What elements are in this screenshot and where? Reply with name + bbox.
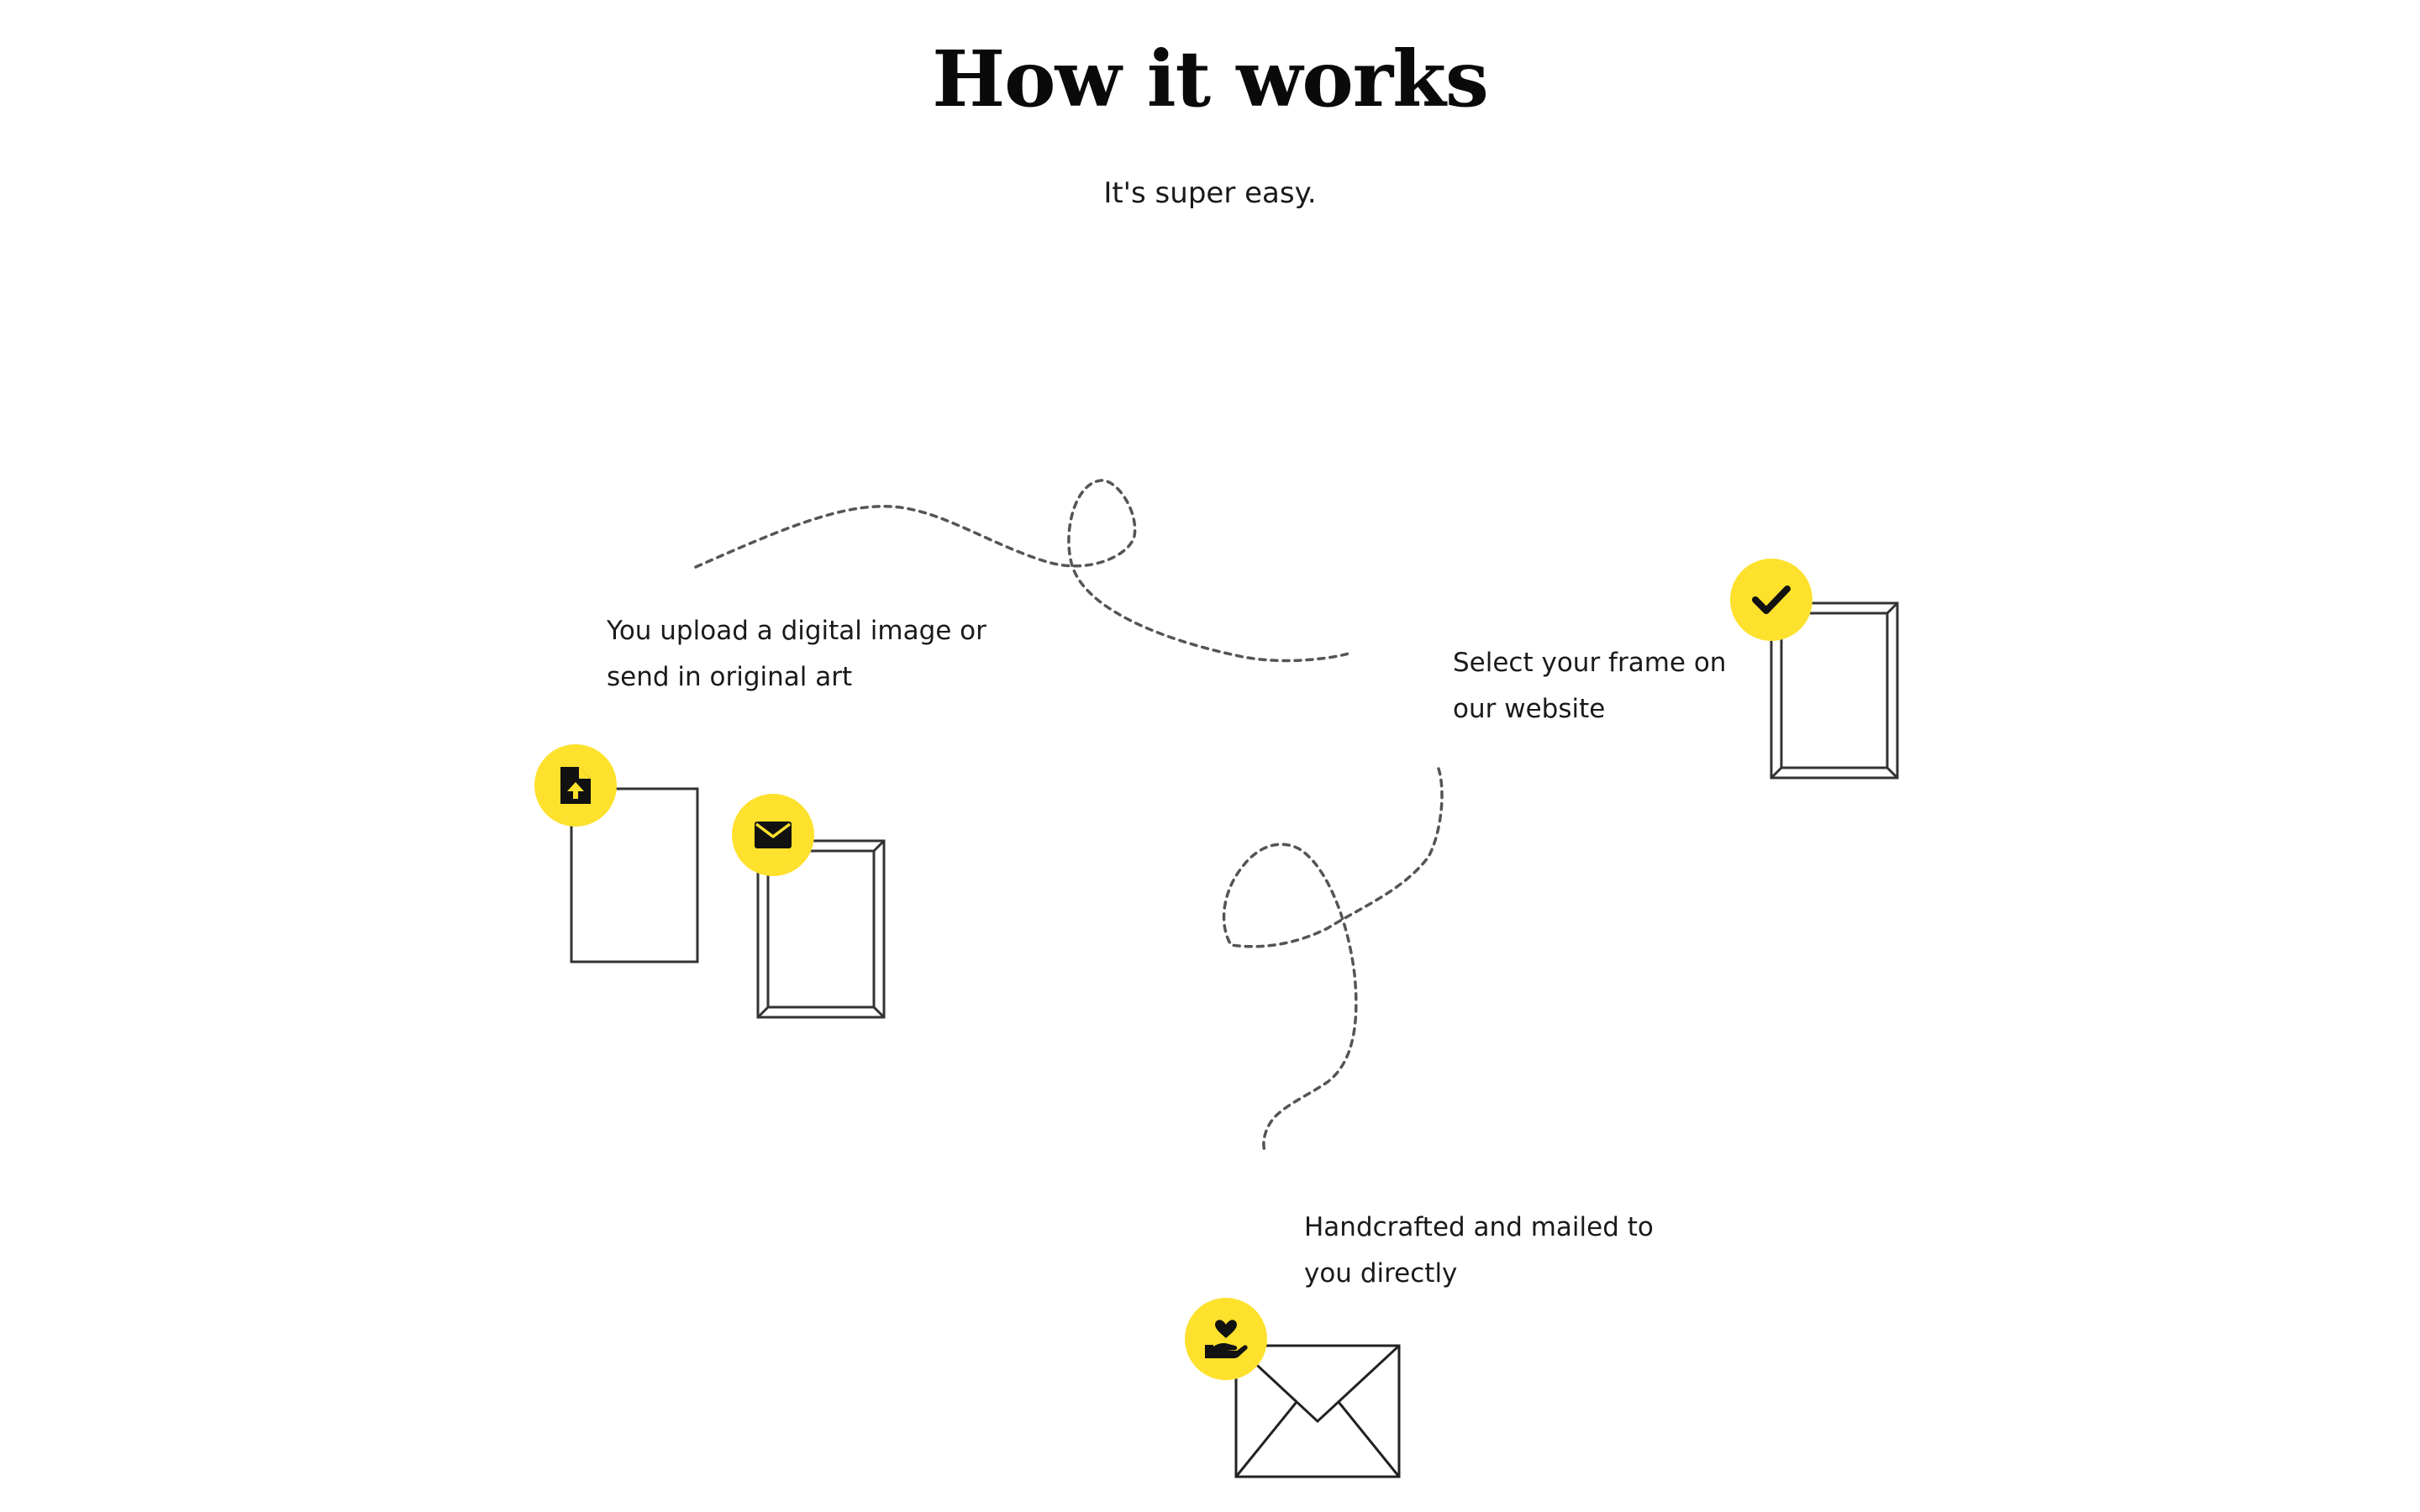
hand-heart-icon	[1205, 1320, 1248, 1358]
step-2-line-1: Select your frame on	[1453, 648, 1727, 678]
step-2-text: Select your frame on our website	[1453, 640, 1726, 732]
step-1-line-2: send in original art	[607, 662, 853, 692]
step-2-line-2: our website	[1453, 694, 1606, 724]
original-art-frame	[756, 839, 886, 1019]
file-upload-badge	[534, 744, 617, 827]
page-subtitle: It's super easy.	[1103, 176, 1317, 210]
file-upload-icon	[560, 767, 591, 804]
step-3-line-2: you directly	[1304, 1258, 1458, 1289]
step-1-text: You upload a digital image or send in or…	[607, 608, 986, 701]
mailed-envelope	[1234, 1344, 1401, 1478]
hand-heart-badge	[1185, 1298, 1267, 1380]
step-3-text: Handcrafted and mailed to you directly	[1304, 1205, 1654, 1297]
page-title: How it works	[932, 34, 1489, 124]
checkmark-icon	[1752, 585, 1791, 614]
step-3-line-1: Handcrafted and mailed to	[1304, 1212, 1654, 1242]
envelope-icon	[755, 822, 792, 848]
checkmark-badge	[1730, 559, 1812, 641]
envelope-badge	[732, 794, 814, 876]
step-1-line-1: You upload a digital image or	[607, 616, 986, 646]
